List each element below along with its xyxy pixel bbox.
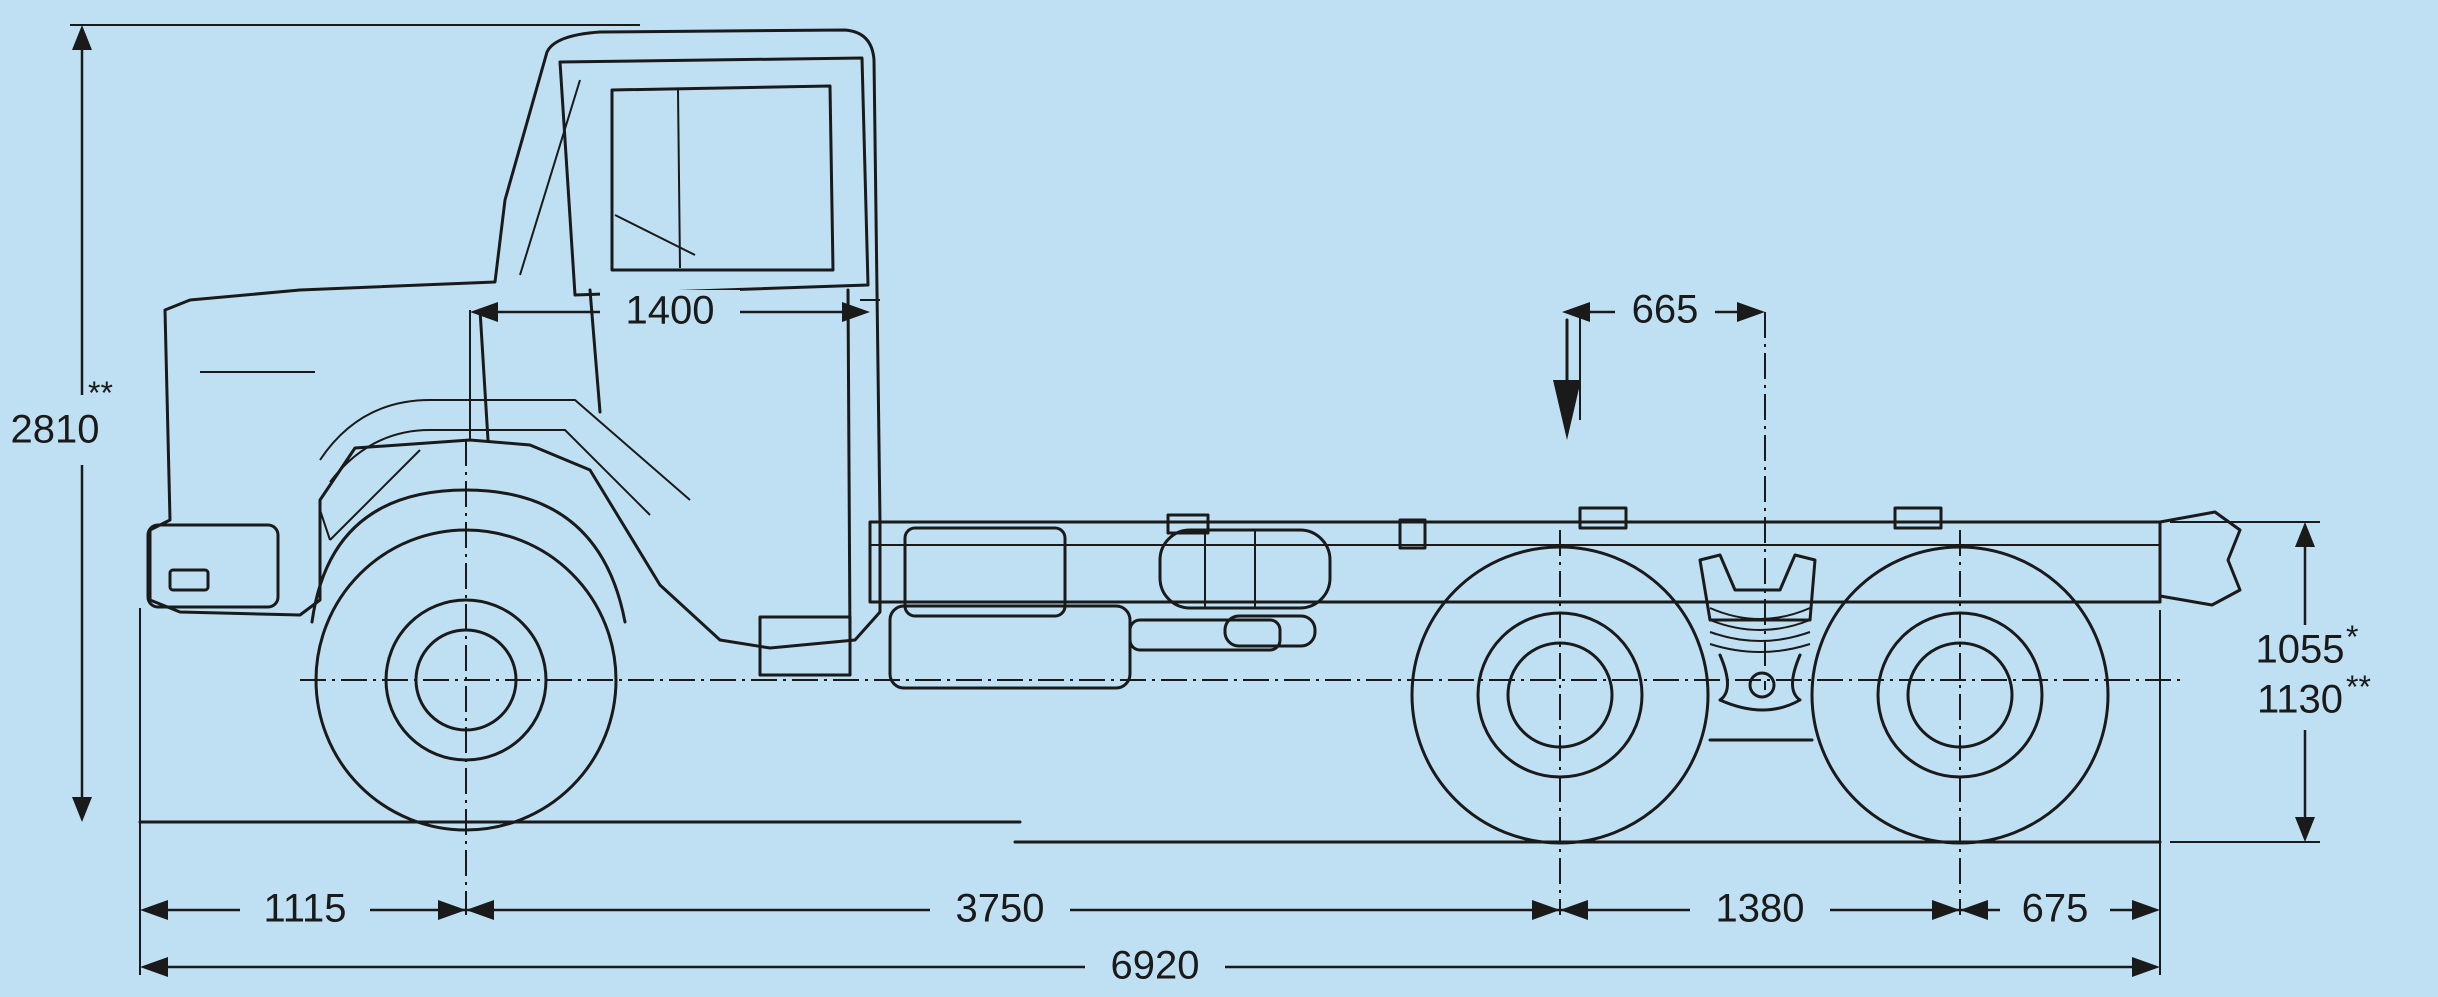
dim-overall-height: [20, 25, 160, 822]
label-overall-height: 2810: [11, 408, 100, 452]
dim-fifth-wheel-height: [2240, 522, 2420, 842]
label-fifth-wheel-height-1: 1055: [2256, 628, 2345, 672]
dim-cab-length: [470, 290, 870, 335]
dim-row-axles: [140, 888, 2160, 932]
side-tanks: [888, 526, 1332, 690]
note-fifth-wheel-height-1: *: [2346, 619, 2358, 655]
bogie-suspension: [1698, 553, 1817, 742]
front-wheel: [310, 488, 627, 832]
label-bogie-spacing: 1380: [1716, 887, 1805, 931]
label-fifth-wheel-height-2: 1130: [2257, 678, 2343, 722]
label-overall-length: 6920: [1111, 944, 1200, 988]
chassis-frame: [868, 506, 2242, 607]
label-kingpin-offset: 665: [1632, 288, 1699, 332]
label-rear-overhang: 675: [2022, 887, 2089, 931]
cab: [146, 28, 882, 677]
note-fifth-wheel-height-2: **: [2346, 669, 2371, 705]
dim-kingpin: [1553, 292, 1765, 440]
label-cab-length: 1400: [626, 289, 715, 333]
label-front-overhang: 1115: [263, 887, 346, 931]
label-wheelbase: 3750: [956, 887, 1045, 931]
dim-row-overall: [140, 946, 2160, 990]
note-overall-height: **: [88, 375, 113, 411]
